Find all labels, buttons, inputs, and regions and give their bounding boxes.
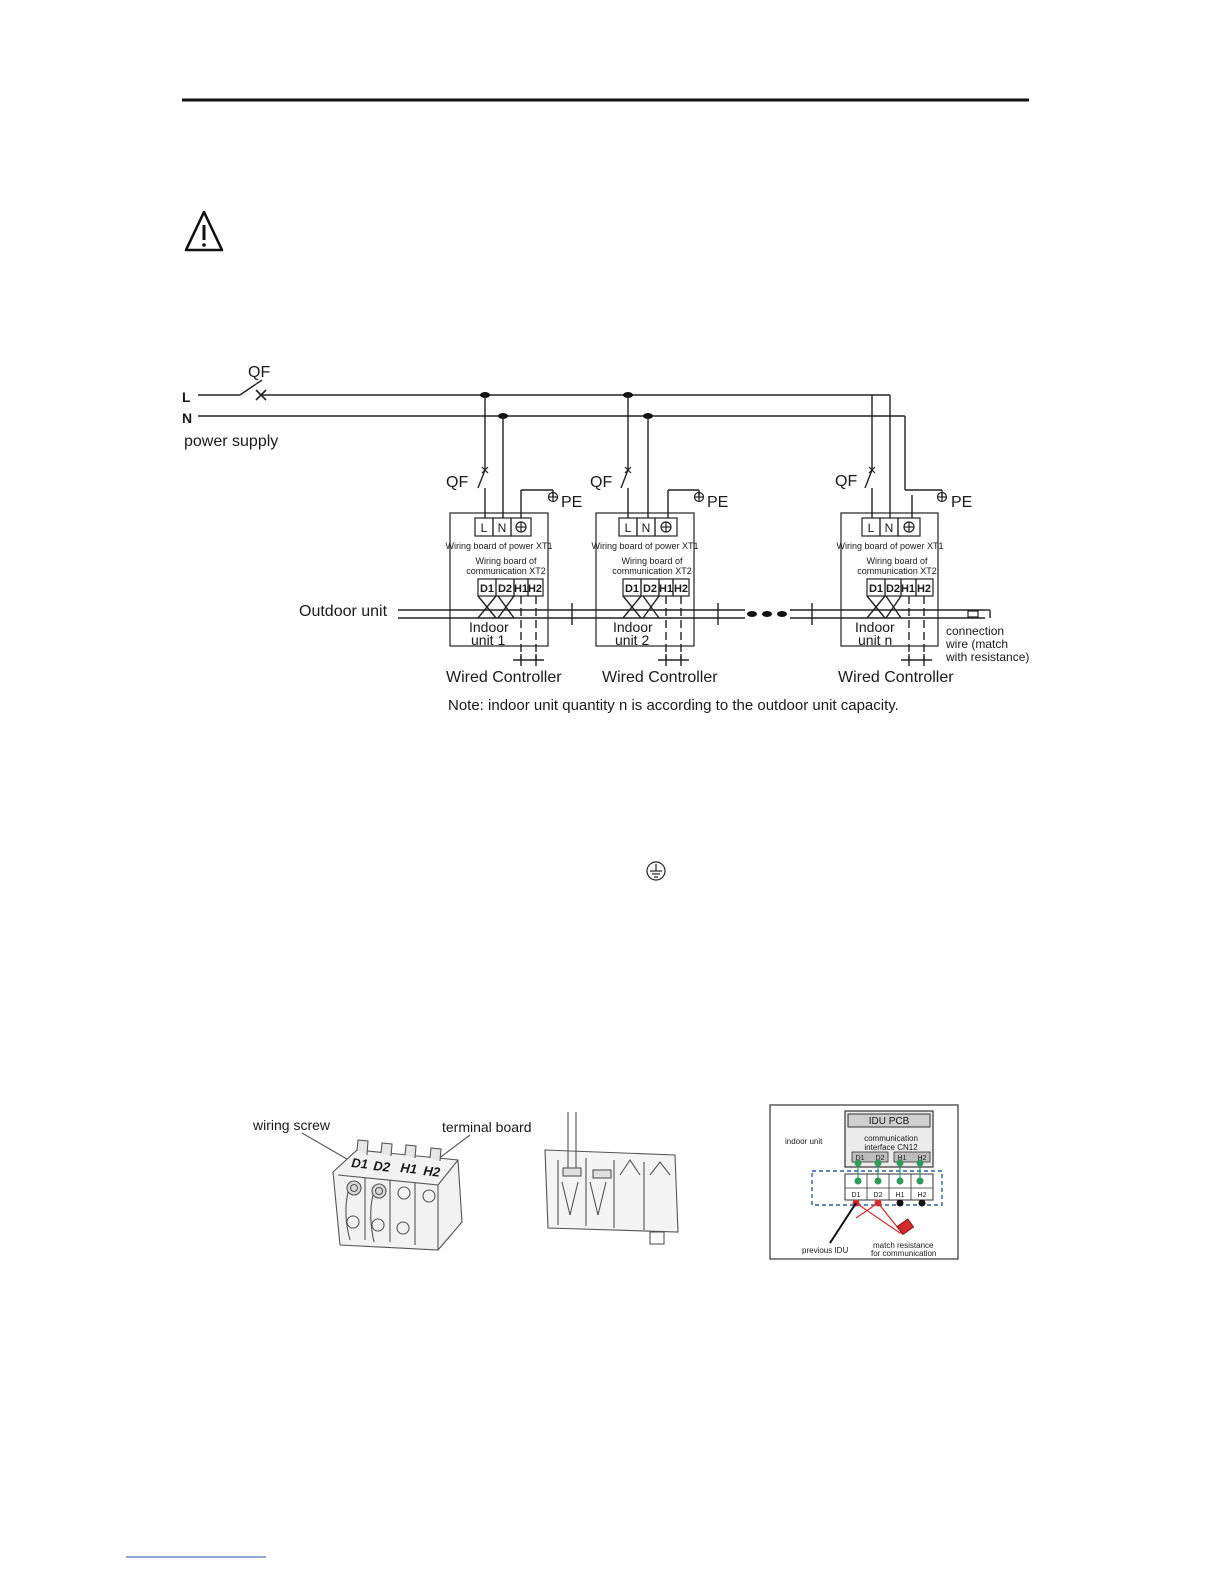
unit-breaker-label: QF — [590, 474, 612, 491]
junction-dots — [480, 392, 653, 419]
terminal-d2: D2 — [498, 583, 512, 595]
warning-icon — [184, 210, 224, 252]
terminal-board-label: terminal board — [442, 1119, 532, 1135]
terminal-n: N — [642, 521, 651, 535]
terminal-board-illustration: wiring screw terminal board — [252, 1117, 532, 1251]
terminal-h1: H1 — [514, 583, 528, 595]
indoor-unit-2: QF PE L N Wiring board of power XT1 Wiri… — [590, 395, 728, 686]
capacity-note: Note: indoor unit quantity n is accordin… — [448, 697, 899, 714]
terminal-d2: D2 — [643, 583, 657, 595]
comm-board-label-1: Wiring board of — [475, 556, 537, 566]
photo-mark-d1: D1 — [351, 1155, 369, 1172]
comm-board-label-2: communication XT2 — [466, 566, 546, 576]
terminal-label-h1: H1 — [896, 1192, 905, 1199]
wiring-diagram — [198, 379, 905, 417]
connection-wire-note-2: wire (match — [945, 637, 1008, 651]
unit-name-2: unit n — [858, 632, 892, 648]
power-board-label: Wiring board of power XT1 — [445, 541, 552, 551]
connection-wire-note-1: connection — [946, 624, 1004, 638]
pcb-pin-d1: D1 — [856, 1155, 865, 1162]
comm-board-label-2: communication XT2 — [857, 566, 937, 576]
terminal-d2: D2 — [886, 583, 900, 595]
match-resistor — [967, 610, 979, 618]
terminal-d1: D1 — [480, 583, 494, 595]
match-resistance-label-1: match resistance — [873, 1241, 934, 1250]
terminal-l: L — [481, 521, 488, 535]
ground-icon — [547, 491, 559, 503]
indoor-unit-label: indoor unit — [785, 1137, 823, 1146]
terminal-label-d2: D2 — [874, 1192, 883, 1199]
unit-breaker-label: QF — [835, 473, 857, 490]
communication-bus — [398, 603, 991, 625]
terminal-board-side-view — [544, 1112, 679, 1245]
indoor-unit-n: QF PE L N Wiring board of power XT1 Wiri… — [835, 395, 972, 686]
terminal-h1: H1 — [659, 583, 673, 595]
terminal-n: N — [885, 521, 894, 535]
ground-terminal-icon — [903, 521, 915, 533]
photo-mark-h1: H1 — [400, 1160, 418, 1177]
ground-icon — [693, 491, 705, 503]
comm-board-label-1: Wiring board of — [621, 556, 683, 566]
pe-label: PE — [951, 494, 972, 511]
ellipsis-dots — [747, 611, 787, 617]
terminal-n: N — [498, 521, 507, 535]
breaker-x-icon — [868, 466, 876, 474]
terminal-l: L — [868, 521, 875, 535]
terminal-label-h2: H2 — [918, 1192, 927, 1199]
ground-terminal-icon — [660, 521, 672, 533]
terminal-d1: D1 — [625, 583, 639, 595]
pcb-pin-d2: D2 — [876, 1155, 885, 1162]
unit-name-1: Indoor — [469, 619, 509, 635]
pe-label: PE — [561, 494, 582, 511]
ground-terminal-icon — [515, 521, 527, 533]
ground-icon — [936, 491, 948, 503]
unit-name-1: Indoor — [613, 619, 653, 635]
interface-label-2: interface CN12 — [864, 1143, 918, 1152]
pcb-pin-h1: H1 — [898, 1155, 907, 1162]
wiring-screw-label: wiring screw — [252, 1117, 331, 1133]
interface-label-1: communication — [864, 1134, 918, 1143]
wired-controller-label: Wired Controller — [602, 669, 718, 686]
wired-controller-label: Wired Controller — [446, 669, 562, 686]
terminal-h1: H1 — [901, 583, 915, 595]
connection-wire-note-3: with resistance) — [945, 650, 1029, 664]
main-breaker-label: QF — [248, 364, 270, 381]
unit-breaker-label: QF — [446, 474, 468, 491]
terminal-d1: D1 — [869, 583, 883, 595]
previous-idu-label: previous IDU — [802, 1246, 848, 1255]
terminal-label-d1: D1 — [852, 1192, 861, 1199]
terminal-h2: H2 — [674, 583, 688, 595]
unit-name-1: Indoor — [855, 619, 895, 635]
power-supply-label: power supply — [184, 433, 278, 450]
terminal-h2: H2 — [528, 583, 542, 595]
unit-name-2: unit 2 — [615, 632, 649, 648]
wired-controller-label: Wired Controller — [838, 669, 954, 686]
main-breaker-x-icon — [255, 389, 267, 401]
power-board-label: Wiring board of power XT1 — [591, 541, 698, 551]
ground-symbol-icon — [646, 861, 666, 881]
comm-board-label-2: communication XT2 — [612, 566, 692, 576]
breaker-x-icon — [481, 466, 489, 474]
terminal-l: L — [625, 521, 632, 535]
line-l-label: L — [182, 389, 191, 405]
pe-label: PE — [707, 494, 728, 511]
line-n-label: N — [182, 410, 192, 426]
photo-mark-d2: D2 — [373, 1158, 392, 1175]
terminal-h2: H2 — [917, 583, 931, 595]
pcb-pin-h2: H2 — [918, 1155, 927, 1162]
breaker-x-icon — [624, 466, 632, 474]
match-resistance-label-2: for communication — [871, 1249, 936, 1258]
power-board-label: Wiring board of power XT1 — [836, 541, 943, 551]
comm-board-label-1: Wiring board of — [866, 556, 928, 566]
photo-mark-h2: H2 — [423, 1163, 442, 1180]
outdoor-unit-label: Outdoor unit — [299, 603, 388, 620]
unit-name-2: unit 1 — [471, 632, 505, 648]
pcb-connection-diagram: IDU PCB indoor unit communication interf… — [769, 1104, 959, 1260]
idu-pcb-label: IDU PCB — [869, 1116, 910, 1127]
indoor-unit-1: QF PE L N Wiring board of power XT1 Wiri… — [445, 395, 582, 686]
